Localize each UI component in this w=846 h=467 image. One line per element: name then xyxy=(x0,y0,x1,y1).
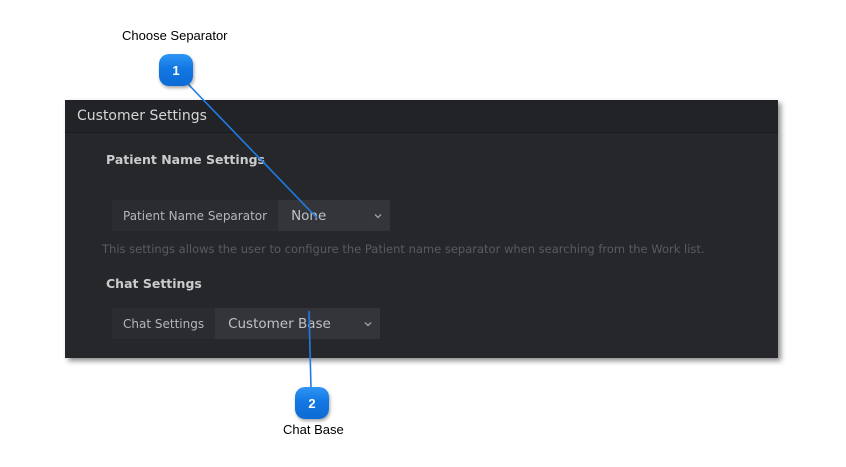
callout-label-chat-base: Chat Base xyxy=(283,422,344,437)
chat-settings-value: Customer Base xyxy=(228,315,331,332)
patient-name-separator-description: This settings allows the user to configu… xyxy=(102,242,705,256)
patient-name-separator-dropdown[interactable]: None xyxy=(278,200,391,231)
chat-settings-label: Chat Settings xyxy=(112,308,216,339)
chevron-down-icon xyxy=(363,319,373,329)
chat-settings-field: Chat Settings Customer Base xyxy=(112,308,381,339)
callout-badge-2: 2 xyxy=(295,387,329,419)
chat-settings-dropdown[interactable]: Customer Base xyxy=(215,308,381,339)
callout-label-choose-separator: Choose Separator xyxy=(122,28,228,43)
panel-title: Customer Settings xyxy=(77,108,207,124)
callout-badge-1-number: 1 xyxy=(172,62,180,78)
callout-badge-1: 1 xyxy=(159,54,193,86)
section-heading-patient-name-settings: Patient Name Settings xyxy=(106,152,265,167)
panel-header: Customer Settings xyxy=(65,100,778,133)
section-heading-chat-settings: Chat Settings xyxy=(106,276,202,291)
callout-badge-2-number: 2 xyxy=(308,395,316,411)
patient-name-separator-value: None xyxy=(291,207,327,224)
patient-name-separator-field: Patient Name Separator None xyxy=(112,200,391,231)
customer-settings-panel: Customer Settings Patient Name Settings … xyxy=(65,100,778,358)
patient-name-separator-label: Patient Name Separator xyxy=(112,200,279,231)
chevron-down-icon xyxy=(373,211,383,221)
